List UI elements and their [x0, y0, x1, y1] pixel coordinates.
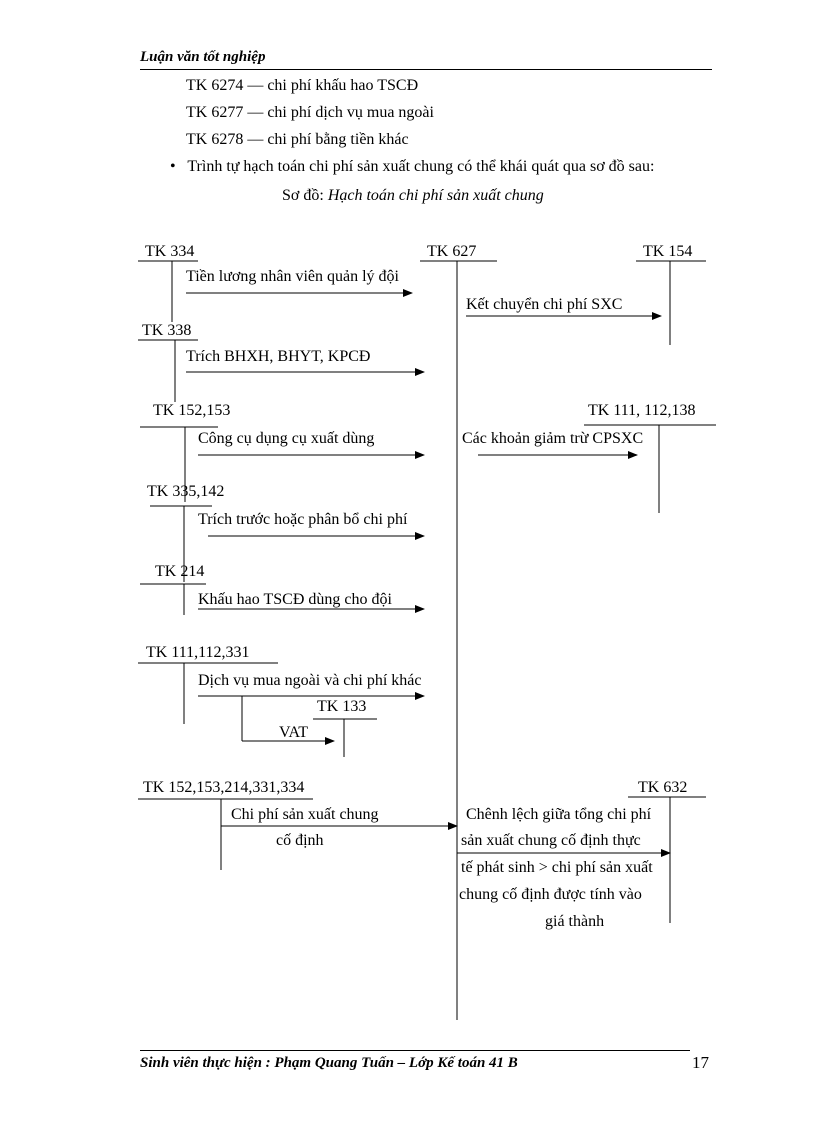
tk334-label: TK 334 [145, 243, 194, 260]
account-line-6278: TK 6278 — chi phí bằng tiền khác [186, 131, 409, 148]
tk111-112-138-label: TK 111, 112,138 [588, 402, 696, 419]
tk111-112-331-label: TK 111,112,331 [146, 644, 250, 661]
chenh-lech-line-2: sản xuất chung cố định thực [461, 832, 641, 849]
diagram-caption: Sơ đồ: Hạch toán chi phí sản xuất chung [282, 187, 544, 205]
chenh-lech-line-4: chung cố định được tính vào [459, 886, 642, 903]
header-rule [140, 69, 712, 70]
document-header-title: Luận văn tốt nghiệp [140, 49, 266, 65]
caption-prefix: Sơ đồ: [282, 187, 328, 204]
tk154-label: TK 154 [643, 243, 692, 260]
footer-text: Sinh viên thực hiện : Phạm Quang Tuấn – … [140, 1055, 518, 1071]
label-cpsxc-1: Chi phí sản xuất chung [231, 806, 379, 823]
label-dich-vu: Dịch vụ mua ngoài và chi phí khác [198, 672, 422, 689]
label-vat: VAT [279, 724, 308, 741]
label-trich-truoc: Trích trước hoặc phân bổ chi phí [198, 511, 408, 528]
tk214-label: TK 214 [155, 563, 204, 580]
label-khau-hao: Khấu hao TSCĐ dùng cho đội [198, 591, 392, 608]
bullet-paragraph: • Trình tự hạch toán chi phí sản xuất ch… [170, 158, 654, 176]
footer-rule [140, 1050, 690, 1051]
caption-title: Hạch toán chi phí sản xuất chung [327, 187, 544, 204]
tk338-label: TK 338 [142, 322, 191, 339]
account-line-6277: TK 6277 — chi phí dịch vụ mua ngoài [186, 104, 434, 121]
tk335-142-label: TK 335,142 [147, 483, 224, 500]
label-cpsxc-2: cố định [276, 832, 324, 849]
label-cong-cu: Công cụ dụng cụ xuất dùng [198, 430, 374, 447]
label-ket-chuyen: Kết chuyển chi phí SXC [466, 296, 622, 313]
chenh-lech-line-1: Chênh lệch giữa tổng chi phí [466, 806, 652, 823]
bullet-icon: • [170, 158, 176, 175]
tk133-label: TK 133 [317, 698, 366, 715]
tk-multi-label: TK 152,153,214,331,334 [143, 779, 304, 796]
page-number: 17 [692, 1053, 709, 1072]
label-tien-luong: Tiền lương nhân viên quản lý đội [186, 268, 400, 285]
label-trich-bh: Trích BHXH, BHYT, KPCĐ [186, 348, 370, 365]
chenh-lech-line-5: giá thành [545, 913, 604, 930]
tk152-153-label: TK 152,153 [153, 402, 230, 419]
tk627-label: TK 627 [427, 243, 476, 260]
bullet-text: Trình tự hạch toán chi phí sản xuất chun… [187, 158, 655, 175]
label-giam-tru: Các khoản giảm trừ CPSXC [462, 430, 643, 447]
account-line-6274: TK 6274 — chi phí khấu hao TSCĐ [186, 77, 419, 94]
tk632-label: TK 632 [638, 779, 687, 796]
chenh-lech-line-3: tế phát sinh > chi phí sản xuất [461, 859, 653, 876]
